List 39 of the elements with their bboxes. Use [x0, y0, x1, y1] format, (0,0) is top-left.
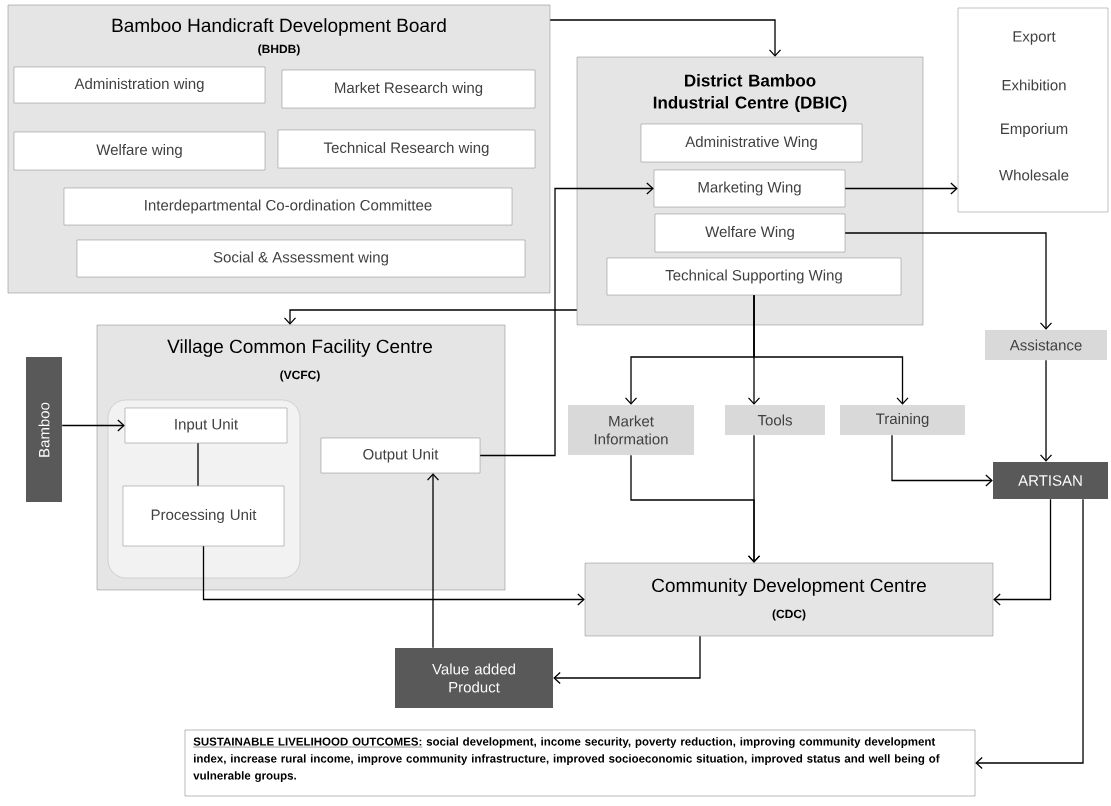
wing-box: Market Research wing [281, 69, 536, 109]
committee-box: Interdepartmental Co-ordination Committee [63, 187, 513, 226]
arrow [844, 232, 1053, 330]
arrow [993, 498, 1052, 606]
wing-box: Technical Supporting Wing [606, 257, 902, 296]
arrow [747, 434, 761, 563]
arrow [753, 294, 909, 405]
arrow [426, 473, 440, 649]
centre-box: Community Development Centre (CDC) [584, 562, 994, 637]
artisan-box: ARTISAN [993, 462, 1108, 499]
arrow [844, 182, 958, 195]
arrow [61, 419, 125, 432]
wing-box: Welfare wing [13, 131, 266, 171]
wing-box: Technical Research wing [277, 129, 536, 169]
arrow [975, 498, 1084, 770]
connector-line [197, 442, 199, 487]
service-label: Market Information [568, 405, 694, 455]
service-label: Assistance [985, 330, 1107, 360]
arrow [283, 309, 578, 325]
service-label: Tools [725, 405, 825, 435]
wing-box: Administrative Wing [640, 123, 863, 163]
arrow [549, 19, 782, 57]
wing-box: Welfare Wing [654, 213, 846, 253]
arrow [479, 182, 654, 457]
arrow [1039, 359, 1053, 462]
input-box: Bamboo [26, 357, 62, 502]
wing-box: Marketing Wing [653, 169, 846, 208]
product-box: Value added Product [395, 648, 553, 708]
unit-box: Processing Unit [122, 485, 285, 547]
arrow [553, 635, 701, 685]
arrow [202, 545, 585, 606]
arrow [891, 434, 993, 487]
service-label: Training [840, 405, 965, 435]
wing-box: Social & Assessment wing [76, 239, 526, 278]
unit-box: Output Unit [320, 437, 481, 474]
wing-box: Administration wing [13, 66, 266, 104]
outcomes-box: SUSTAINABLE LIVELIHOOD OUTCOMES: social development, income security, poverty reduction, improving community development index, increase rural income, improve community infrastructure, improved socioeconomic situation, improved status and well being of vulnerable groups. [184, 729, 976, 797]
outlet-list-box: Export Exhibition Emporium Wholesale [957, 7, 1109, 213]
unit-box: Input Unit [124, 407, 288, 444]
